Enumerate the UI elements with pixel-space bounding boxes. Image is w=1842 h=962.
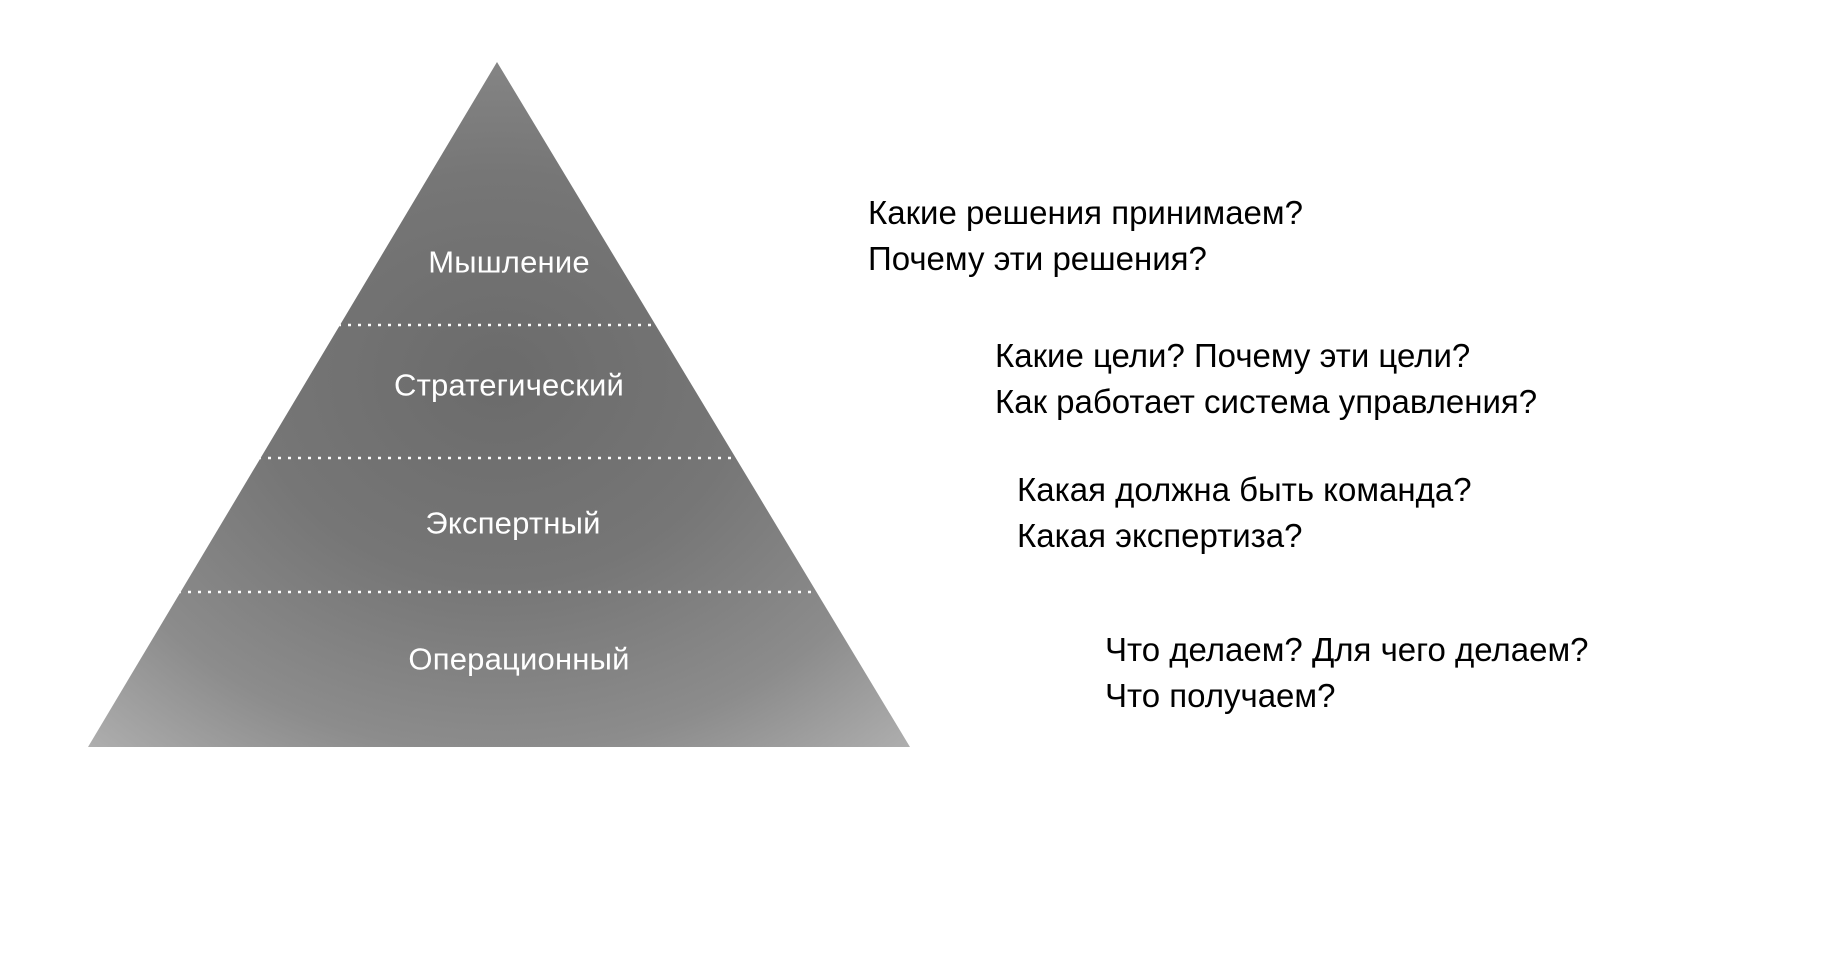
question-block-strategic: Какие цели? Почему эти цели? Как работае…: [995, 333, 1537, 425]
pyramid-level-label-strategic: Стратегический: [394, 367, 624, 403]
question-line: Как работает система управления?: [995, 383, 1538, 420]
question-line: Что получаем?: [1105, 677, 1336, 714]
pyramid-level-label-thinking: Мышление: [428, 244, 590, 280]
question-line: Что делаем? Для чего делаем?: [1105, 631, 1589, 668]
question-block-thinking: Какие решения принимаем? Почему эти реше…: [868, 190, 1303, 282]
question-line: Какие решения принимаем?: [868, 194, 1303, 231]
question-line: Какая экспертиза?: [1017, 517, 1303, 554]
pyramid-level-label-operational: Операционный: [408, 641, 630, 677]
question-line: Какая должна быть команда?: [1017, 471, 1472, 508]
pyramid-figure: Мышление Стратегический Экспертный Опера…: [0, 0, 1000, 800]
question-line: Какие цели? Почему эти цели?: [995, 337, 1471, 374]
pyramid-level-label-expert: Экспертный: [425, 505, 601, 541]
pyramid-triangle: [88, 62, 910, 747]
pyramid-dividers: [88, 323, 910, 594]
question-line: Почему эти решения?: [868, 240, 1207, 277]
question-block-operational: Что делаем? Для чего делаем? Что получае…: [1105, 627, 1588, 719]
pyramid-shape: [88, 62, 910, 747]
question-block-expert: Какая должна быть команда? Какая эксперт…: [1017, 467, 1472, 559]
